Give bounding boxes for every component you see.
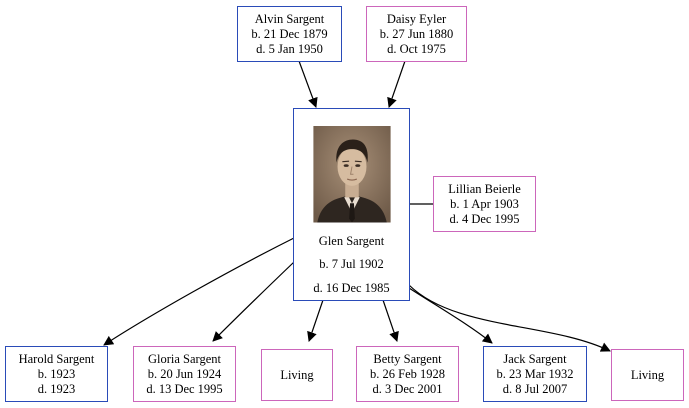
person-death: d. 3 Dec 2001 xyxy=(372,381,443,396)
person-birth: b. 23 Mar 1932 xyxy=(496,366,574,381)
edge-mother-to-focus xyxy=(387,60,406,108)
person-name: Daisy Eyler xyxy=(386,11,447,26)
person-box-focus[interactable]: Glen Sargent b. 7 Jul 1902 d. 16 Dec 198… xyxy=(293,108,410,301)
edge-focus-to-child-3 xyxy=(307,299,324,342)
person-name: Lillian Beierle xyxy=(448,181,521,196)
person-box-mother[interactable]: Daisy Eyler b. 27 Jun 1880 d. Oct 1975 xyxy=(366,6,467,62)
person-name: Alvin Sargent xyxy=(254,11,325,26)
edge-father-to-focus xyxy=(298,60,318,108)
person-birth: b. 1923 xyxy=(37,366,76,381)
edge-focus-to-child-5 xyxy=(408,287,493,344)
edge-focus-to-child-2 xyxy=(212,261,295,342)
person-birth: b. 21 Dec 1879 xyxy=(251,26,328,41)
person-name: Living xyxy=(280,367,314,382)
person-name: Jack Sargent xyxy=(503,351,567,366)
person-name: Harold Sargent xyxy=(18,351,95,366)
person-birth: b. 1 Apr 1903 xyxy=(450,196,519,211)
person-name: Gloria Sargent xyxy=(147,351,222,366)
person-death: d. Oct 1975 xyxy=(387,41,446,56)
person-box-child-1[interactable]: Harold Sargent b. 1923 d. 1923 xyxy=(5,346,108,402)
person-box-father[interactable]: Alvin Sargent b. 21 Dec 1879 d. 5 Jan 19… xyxy=(237,6,342,62)
person-box-child-2[interactable]: Gloria Sargent b. 20 Jun 1924 d. 13 Dec … xyxy=(133,346,236,402)
person-death: d. 1923 xyxy=(37,381,76,396)
person-death: d. 5 Jan 1950 xyxy=(256,41,323,56)
edge-focus-to-child-1 xyxy=(103,237,295,346)
edge-focus-to-child-6 xyxy=(408,284,611,352)
person-name: Living xyxy=(630,367,665,382)
person-birth: b. 26 Feb 1928 xyxy=(370,366,445,381)
person-box-child-5[interactable]: Jack Sargent b. 23 Mar 1932 d. 8 Jul 200… xyxy=(483,346,587,402)
portrait-photo-icon xyxy=(312,126,391,223)
person-name: Glen Sargent xyxy=(318,233,385,248)
person-box-spouse[interactable]: Lillian Beierle b. 1 Apr 1903 d. 4 Dec 1… xyxy=(433,176,536,232)
person-box-child-4[interactable]: Betty Sargent b. 26 Feb 1928 d. 3 Dec 20… xyxy=(356,346,459,402)
person-birth: b. 20 Jun 1924 xyxy=(147,366,222,381)
person-death: d. 4 Dec 1995 xyxy=(449,211,520,226)
person-death: d. 8 Jul 2007 xyxy=(502,381,568,396)
person-birth: b. 27 Jun 1880 xyxy=(379,26,454,41)
person-death: d. 16 Dec 1985 xyxy=(313,280,390,295)
person-box-child-6[interactable]: Living xyxy=(611,349,684,401)
person-box-child-3[interactable]: Living xyxy=(261,349,333,401)
person-birth: b. 7 Jul 1902 xyxy=(319,257,384,271)
person-name: Betty Sargent xyxy=(373,351,442,366)
edge-focus-to-child-4 xyxy=(382,299,399,342)
person-death: d. 13 Dec 1995 xyxy=(146,381,223,396)
